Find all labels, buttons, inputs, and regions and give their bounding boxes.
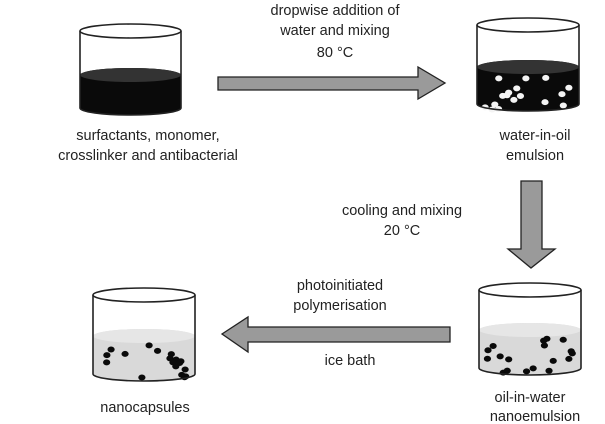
droplet [103, 359, 111, 366]
liquid-surface [93, 329, 195, 343]
start-label-line2: crosslinker and antibacterial [58, 148, 238, 164]
wo-label-line2: emulsion [506, 148, 564, 164]
beaker-rim [478, 282, 582, 298]
step3-label-line2: polymerisation [293, 298, 387, 314]
droplet [496, 353, 504, 360]
droplet [559, 102, 567, 109]
step1-label-line1: dropwise addition of [271, 3, 401, 19]
droplet [121, 350, 129, 357]
ow-label-line2: nanoemulsion [490, 409, 580, 424]
droplet [505, 356, 513, 363]
step2-label-line2: 20 °C [384, 223, 420, 239]
droplet [542, 74, 550, 81]
droplet [491, 101, 499, 108]
droplet [107, 346, 115, 353]
droplet [565, 84, 573, 91]
droplet [495, 75, 503, 82]
droplet [145, 342, 153, 349]
step1-label-line2: water and mixing [279, 23, 390, 39]
droplet [529, 365, 537, 372]
liquid-surface [80, 68, 181, 82]
beaker-water-in-oil [476, 17, 580, 113]
droplet [565, 355, 573, 362]
arrow-left [220, 315, 451, 354]
beaker-starting-mixture [79, 23, 182, 116]
arrow-down [506, 180, 557, 269]
droplet [153, 347, 162, 354]
caps-label: nanocapsules [100, 400, 190, 416]
droplet [559, 336, 567, 343]
beaker-oil-in-water [478, 282, 582, 376]
droplet [549, 357, 557, 364]
beaker-rim [476, 17, 580, 33]
beaker-wall [476, 25, 580, 112]
droplet [540, 342, 549, 349]
droplet [543, 335, 551, 342]
droplet [522, 75, 530, 82]
droplet [483, 355, 492, 362]
arrow-right [217, 65, 447, 101]
step3-label-below: ice bath [325, 353, 376, 369]
droplet [541, 99, 549, 106]
step2-label-line1: cooling and mixing [342, 203, 462, 219]
droplet [172, 363, 180, 370]
liquid-surface [477, 60, 579, 74]
beaker-wall [92, 295, 196, 382]
droplet [522, 368, 531, 375]
droplet [103, 352, 111, 359]
droplet [178, 371, 186, 378]
ow-label-line1: oil-in-water [495, 390, 566, 406]
liquid-surface [479, 323, 581, 337]
droplet [167, 351, 175, 358]
beaker-wall [79, 31, 182, 116]
droplet [513, 85, 521, 92]
beaker-rim [92, 287, 196, 303]
droplet [545, 367, 553, 374]
droplet [510, 96, 518, 103]
droplet [503, 367, 511, 374]
step3-label-line1: photoinitiated [297, 278, 383, 294]
beaker-nanocapsules [92, 287, 196, 382]
droplet [568, 350, 576, 357]
droplet [505, 89, 513, 96]
droplet [516, 93, 525, 100]
beaker-rim [79, 23, 182, 39]
droplet [181, 366, 189, 373]
step1-label-line3: 80 °C [317, 45, 353, 61]
droplet [489, 342, 497, 349]
droplet [484, 347, 492, 354]
wo-label-line1: water-in-oil [499, 128, 571, 144]
start-label-line1: surfactants, monomer, [76, 128, 219, 144]
droplet [558, 91, 566, 98]
droplet [138, 374, 146, 381]
beaker-wall [478, 290, 582, 376]
